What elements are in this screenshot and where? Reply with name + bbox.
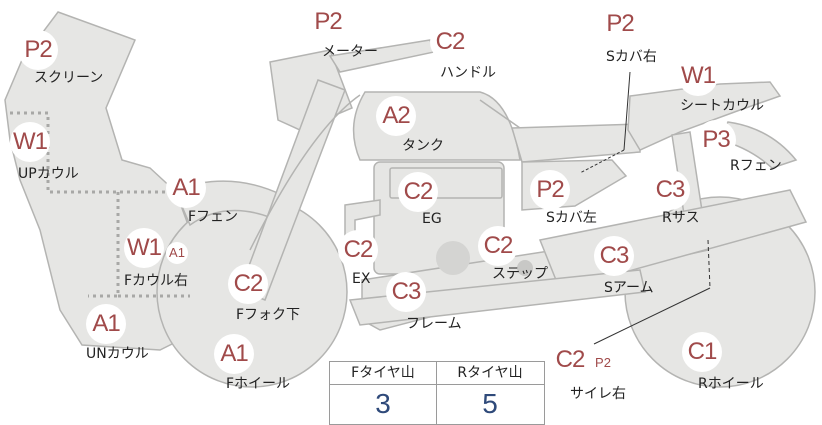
grade-scover-l: P2 bbox=[530, 170, 570, 210]
label-tank: タンク bbox=[402, 138, 444, 154]
grade-fork: C2 bbox=[228, 264, 268, 304]
grade-rwheel: C1 bbox=[682, 332, 722, 372]
label-handle: ハンドル bbox=[440, 65, 496, 81]
label-ex: EX bbox=[352, 271, 371, 287]
rear-tread-value: 5 bbox=[482, 388, 498, 419]
grade-uncowl: A1 bbox=[86, 304, 126, 344]
label-meter: メーター bbox=[322, 44, 378, 60]
grade-handle: C2 bbox=[430, 22, 470, 62]
label-scover-r: Sカバ右 bbox=[606, 49, 657, 65]
grade-swingarm: C3 bbox=[594, 236, 634, 276]
engine-cover-shape bbox=[436, 241, 470, 275]
label-eg: EG bbox=[422, 211, 442, 227]
grade-ex: C2 bbox=[338, 230, 378, 270]
step-peg-shape bbox=[517, 260, 533, 276]
seat-cowl-shape bbox=[627, 81, 782, 151]
grade-upcowl: W1 bbox=[10, 122, 50, 162]
grade-fwheel: A1 bbox=[214, 334, 254, 374]
label-silencer-r: サイレ右 bbox=[570, 386, 626, 402]
label-uncowl: UNカウル bbox=[86, 346, 149, 362]
front-tread-value: 3 bbox=[375, 388, 391, 419]
label-fcowl-r: Fカウル右 bbox=[124, 273, 189, 289]
grade-silencer-r: C2 bbox=[550, 340, 590, 380]
label-rsus: Rサス bbox=[662, 210, 700, 226]
label-step: ステップ bbox=[492, 266, 548, 282]
label-frame: フレーム bbox=[406, 316, 462, 332]
grade-rsus: C3 bbox=[650, 170, 690, 210]
label-rfender: Rフェン bbox=[730, 158, 782, 174]
grade-ffender: A1 bbox=[166, 168, 206, 208]
label-swingarm: Sアーム bbox=[604, 280, 654, 296]
grade-rfender: P3 bbox=[696, 120, 736, 160]
label-ffender: Fフェン bbox=[188, 209, 239, 225]
grade-step: C2 bbox=[478, 226, 518, 266]
grade-fcowl-r: W1 bbox=[124, 228, 164, 268]
table-divider-h bbox=[330, 384, 544, 385]
grade-silencer-r-sub: P2 bbox=[592, 352, 614, 374]
tire-tread-table: Fタイヤ山 Rタイヤ山 3 5 bbox=[329, 361, 545, 425]
front-tread-header: Fタイヤ山 bbox=[351, 365, 415, 381]
grade-scover-r: P2 bbox=[600, 4, 640, 44]
table-divider-v bbox=[436, 362, 437, 424]
grade-tank: A2 bbox=[376, 96, 416, 136]
rear-tread-header: Rタイヤ山 bbox=[457, 365, 523, 381]
grade-seatcowl: W1 bbox=[678, 56, 718, 96]
label-upcowl: UPカウル bbox=[18, 166, 79, 182]
label-scover-l: Sカバ左 bbox=[546, 210, 597, 226]
exhaust-shape bbox=[348, 269, 646, 326]
label-screen: スクリーン bbox=[34, 70, 104, 86]
grade-meter: P2 bbox=[308, 2, 348, 42]
grade-fcowl-r-sub: A1 bbox=[166, 242, 188, 264]
grade-eg: C2 bbox=[398, 172, 438, 212]
label-fwheel: Fホイール bbox=[226, 376, 291, 392]
seat-shape bbox=[511, 123, 641, 163]
grade-screen: P2 bbox=[18, 30, 58, 70]
label-fork: Fフォク下 bbox=[236, 307, 301, 323]
grade-frame: C3 bbox=[386, 272, 426, 312]
label-seatcowl: シートカウル bbox=[680, 98, 764, 114]
label-rwheel: Rホイール bbox=[698, 376, 764, 392]
